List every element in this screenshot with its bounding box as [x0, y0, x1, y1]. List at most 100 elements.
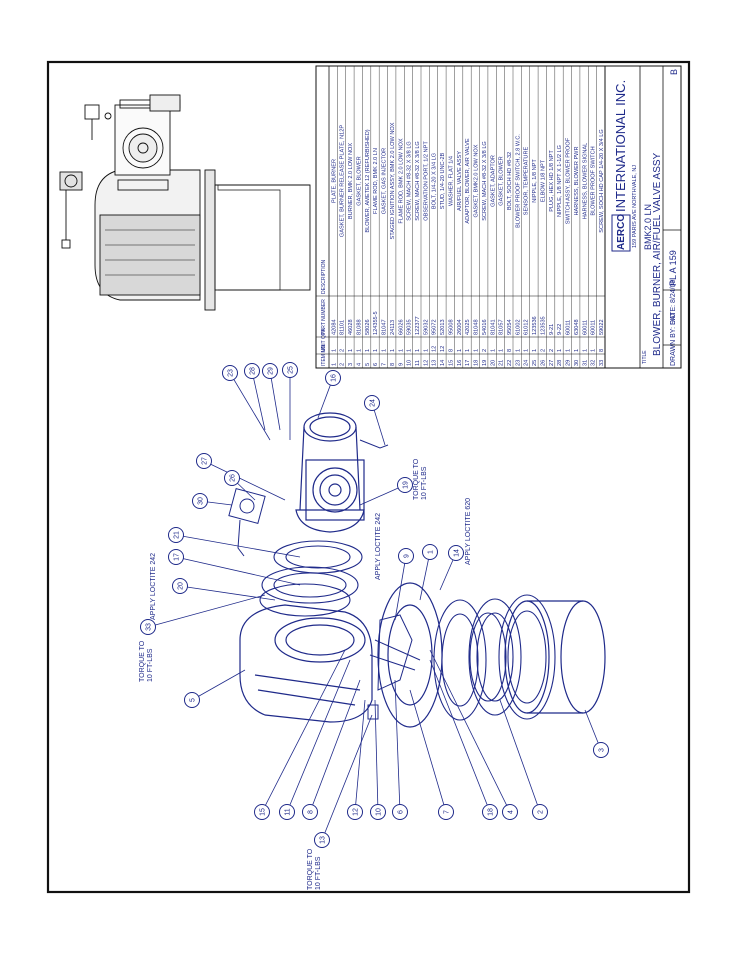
- table-cell: 7: [382, 363, 388, 366]
- table-cell: AIR/FUEL VALVE ASSY: [457, 151, 463, 211]
- table-cell: 61002: [515, 319, 521, 335]
- table-cell: STAGED IGNITION ASSY, BMK 2.0 LOW NOX: [390, 122, 396, 239]
- leader-line: [359, 484, 406, 506]
- table-cell: 1: [390, 349, 396, 352]
- balloon-label: 14: [454, 549, 461, 557]
- table-cell: 32: [591, 360, 597, 366]
- balloon-label: 13: [320, 836, 327, 844]
- table-cell: 2: [482, 349, 488, 352]
- table-cell: 30: [574, 360, 580, 366]
- logo-text: AERCO: [616, 214, 627, 250]
- torque-a-line-2: 10 FT-LBS: [147, 648, 154, 682]
- table-cell: ADAPTOR, BLOWER, AIR VALVE: [465, 138, 471, 223]
- table-cell: 52013: [440, 319, 446, 335]
- table-cell: 17: [465, 360, 471, 366]
- balloon-circle: [168, 549, 184, 565]
- table-cell: 15: [448, 360, 454, 366]
- balloon-circle: [254, 804, 270, 820]
- table-cell: 12: [423, 360, 429, 366]
- balloon-circle: [347, 804, 363, 820]
- leader-line: [251, 370, 266, 431]
- table-cell: 29: [566, 360, 572, 366]
- leader-line: [499, 699, 541, 813]
- loctite-242-note-b: APPLY LOCTITE 242: [375, 513, 382, 580]
- table-cell: OBSERVATION PORT, 1/2 NPT: [423, 141, 429, 221]
- balloon-label: 8: [308, 810, 315, 814]
- temperature-sensor: [359, 439, 389, 449]
- table-cell: 81101: [340, 320, 346, 335]
- torque-note-b: TORQUE TO10 FT-LBS: [413, 458, 428, 500]
- table-cell: 123536: [532, 316, 538, 335]
- drawing-title: BLOWER, BURNER, AIR/FUEL VALVE ASSY: [652, 152, 663, 356]
- balloon-circle: [502, 804, 518, 820]
- drawn-by: DRAWN BY: SID: [670, 313, 677, 366]
- table-cell: 54016: [482, 319, 488, 335]
- table-cell: 1: [515, 349, 521, 352]
- table-cell: 95054: [507, 319, 513, 335]
- balloon-circle: [364, 395, 380, 411]
- table-cell: 13: [432, 360, 438, 366]
- leader-line: [354, 699, 366, 813]
- leader-line: [429, 649, 511, 813]
- leader-line: [175, 556, 301, 586]
- leader-line: [409, 689, 447, 813]
- table-cell: 4: [356, 363, 362, 366]
- balloon-label: 11: [285, 808, 292, 815]
- leader-line: [261, 649, 346, 813]
- igniter-assembly: [367, 614, 421, 720]
- balloon-circle: [262, 363, 278, 379]
- balloon-circle: [314, 832, 330, 848]
- table-cell: 60011: [582, 320, 588, 335]
- leader-line: [203, 460, 286, 501]
- table-cell: 1: [356, 349, 362, 352]
- table-cell: 1: [331, 363, 337, 366]
- table-cell: 21: [499, 360, 505, 366]
- balloon-label: 10: [376, 808, 383, 816]
- adaptor-rings: [259, 540, 363, 617]
- balloon-circle: [184, 692, 200, 708]
- balloon-circle: [302, 804, 318, 820]
- leader-line: [309, 679, 361, 813]
- table-cell: 12: [440, 346, 446, 352]
- balloon-label: 9: [404, 554, 411, 558]
- table-cell: GASKET, BURNER RELEASE PLATE, N12P: [340, 125, 346, 237]
- table-cell: 8: [390, 363, 396, 366]
- table-cell: 14: [440, 360, 446, 366]
- table-cell: 58026: [365, 319, 371, 335]
- table-cell: 1: [457, 349, 463, 352]
- table-cell: GASKET, BLOWER: [499, 156, 505, 205]
- balloon-label: 2: [538, 810, 545, 814]
- balloon-label: 23: [228, 369, 235, 377]
- leader-lines: [147, 370, 602, 841]
- balloon-label: 20: [178, 582, 185, 590]
- balloon-label: 3: [599, 748, 606, 752]
- table-cell: 1: [566, 349, 572, 352]
- balloon-label: 28: [250, 367, 257, 375]
- table-cell: GASKET, BLOWER: [356, 156, 362, 205]
- table-cell: 81057: [499, 319, 505, 335]
- table-cell: FLAME ROD, BMK 2.0 LN: [373, 148, 379, 214]
- balloon-circle: [325, 370, 341, 386]
- table-header: ITEM NO.: [321, 344, 327, 366]
- table-cell: 23: [515, 360, 521, 366]
- table-cell: 6: [373, 363, 379, 366]
- table-cell: 12: [432, 346, 438, 352]
- table-cell: 66026: [398, 319, 404, 335]
- table-cell: 81041: [490, 319, 496, 335]
- table-cell: STUD, 1/4-20 UNC-2B: [440, 152, 446, 209]
- exploded-view: [228, 412, 606, 728]
- balloon-circle: [140, 619, 156, 635]
- table-cell: GASKET, ADAPTOR: [490, 155, 496, 207]
- balloon-label: 17: [174, 553, 181, 561]
- table-cell: 24113: [390, 320, 396, 335]
- parts-table: ITEM NO.UNIT QTY.PART NUMBERDESCRIPTION1…: [315, 65, 606, 369]
- leader-line: [229, 372, 271, 441]
- balloon-circle: [593, 742, 609, 758]
- table-cell: 9-21: [549, 324, 555, 335]
- drawing-model: BMK2.0 LN: [643, 204, 653, 250]
- balloon-label: 24: [370, 399, 377, 407]
- torque-b-line-1: TORQUE TO: [413, 458, 420, 500]
- table-cell: 16: [457, 360, 463, 366]
- table-cell: 1: [532, 349, 538, 352]
